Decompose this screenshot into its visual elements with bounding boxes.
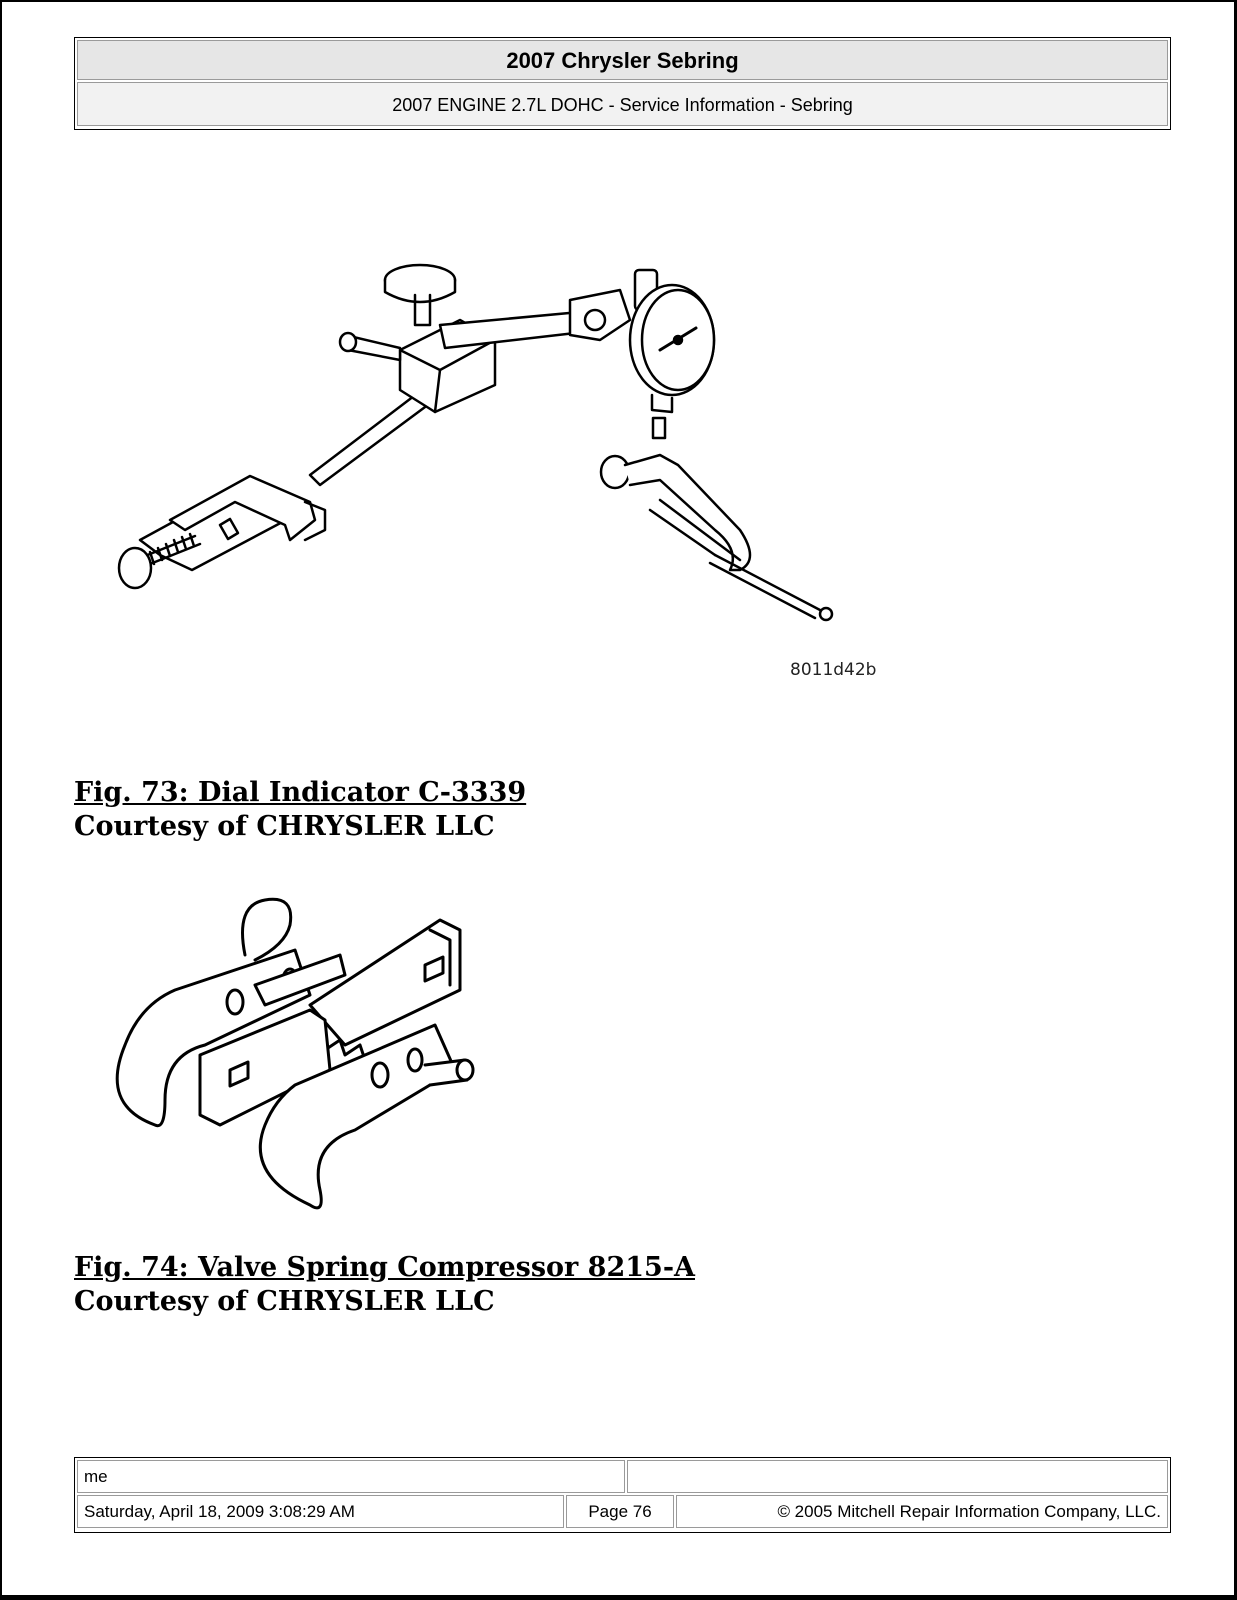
valve-spring-compressor-illustration [95, 895, 505, 1235]
dial-indicator-illustration [100, 240, 900, 690]
figure-title: Fig. 74: Valve Spring Compressor 8215-A [74, 1252, 695, 1283]
document-footer: me Saturday, April 18, 2009 3:08:29 AM P… [74, 1457, 1171, 1533]
figure-caption: Fig. 73: Dial Indicator C-3339 Courtesy … [74, 776, 526, 844]
footer-copyright: © 2005 Mitchell Repair Information Compa… [676, 1495, 1168, 1528]
document-subtitle: 2007 ENGINE 2.7L DOHC - Service Informat… [77, 82, 1168, 126]
footer-timestamp: Saturday, April 18, 2009 3:08:29 AM [77, 1495, 564, 1528]
figure-credit: Courtesy of CHRYSLER LLC [74, 811, 495, 842]
figure-caption: Fig. 74: Valve Spring Compressor 8215-A … [74, 1251, 695, 1319]
document-title: 2007 Chrysler Sebring [77, 40, 1168, 80]
figure-credit: Courtesy of CHRYSLER LLC [74, 1286, 495, 1317]
footer-page-number: Page 76 [566, 1495, 674, 1528]
figure-title: Fig. 73: Dial Indicator C-3339 [74, 777, 527, 808]
footer-blank-cell [627, 1460, 1168, 1493]
footer-user: me [77, 1460, 625, 1493]
figure-code: 8011d42b [790, 660, 877, 680]
document-header: 2007 Chrysler Sebring 2007 ENGINE 2.7L D… [74, 37, 1171, 130]
